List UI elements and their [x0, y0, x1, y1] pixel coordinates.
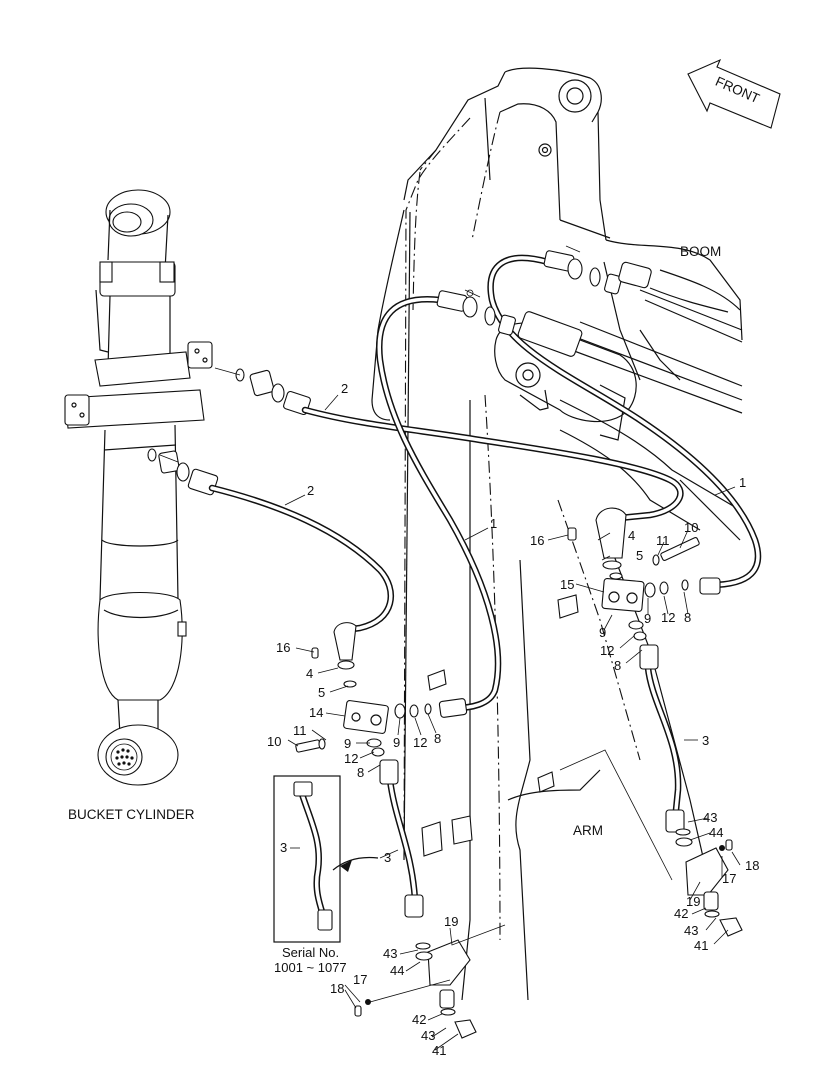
callout-12a: 12: [413, 735, 427, 750]
callout-41b: 41: [694, 938, 708, 953]
callout-43b: 43: [421, 1028, 435, 1043]
callout-8b: 8: [357, 765, 364, 780]
callout-1b: 1: [739, 475, 746, 490]
callout-12c: 12: [661, 610, 675, 625]
front-arrow: FRONT: [687, 58, 781, 129]
callout-11a: 11: [293, 723, 307, 738]
callout-11b: 11: [656, 533, 670, 548]
serial-line1: Serial No.: [282, 945, 339, 960]
callout-17b: 17: [722, 871, 736, 886]
callout-17a: 17: [353, 972, 367, 987]
callout-16b: 16: [530, 533, 544, 548]
callout-8d: 8: [614, 658, 621, 673]
callout-3b: 3: [384, 850, 391, 865]
callout-44b: 44: [709, 825, 723, 840]
arm-label: ARM: [573, 823, 603, 838]
callout-9b: 9: [393, 735, 400, 750]
leader-lines: [284, 394, 741, 1051]
callout-numbers: 2 2 1 1 16 4 5 14 11 10 9 9 12 8 12 8 3 …: [267, 381, 759, 1058]
callout-4a: 4: [306, 666, 313, 681]
cylinder-port-fittings: [147, 367, 311, 496]
callout-3a: 3: [280, 840, 287, 855]
callout-15: 15: [560, 577, 574, 592]
bucket-cylinder-label: BUCKET CYLINDER: [68, 807, 195, 822]
callout-8c: 8: [684, 610, 691, 625]
callout-2a: 2: [341, 381, 348, 396]
callout-43d: 43: [684, 923, 698, 938]
callout-9d: 9: [644, 611, 651, 626]
callout-19b: 19: [686, 894, 700, 909]
callout-10a: 10: [267, 734, 281, 749]
callout-43a: 43: [383, 946, 397, 961]
section-labels: BOOM ARM BUCKET CYLINDER: [68, 244, 721, 838]
callout-4b: 4: [628, 528, 635, 543]
callout-12d: 12: [600, 643, 614, 658]
callout-12b: 12: [344, 751, 358, 766]
callout-18b: 18: [745, 858, 759, 873]
callout-43c: 43: [703, 810, 717, 825]
callout-42b: 42: [674, 906, 688, 921]
callout-5a: 5: [318, 685, 325, 700]
callout-10b: 10: [684, 520, 698, 535]
callout-42a: 42: [412, 1012, 426, 1027]
hose-end-fittings: [295, 245, 743, 1039]
callout-44a: 44: [390, 963, 404, 978]
serial-line2: 1001 ~ 1077: [274, 960, 347, 975]
callout-2b: 2: [307, 483, 314, 498]
hoses: [208, 254, 762, 922]
callout-9a: 9: [344, 736, 351, 751]
callout-16a: 16: [276, 640, 290, 655]
callout-18a: 18: [330, 981, 344, 996]
bucket-cylinder: [64, 189, 213, 786]
callout-14: 14: [309, 705, 323, 720]
boom-label: BOOM: [680, 244, 721, 259]
callout-5b: 5: [636, 548, 643, 563]
callout-1a: 1: [490, 516, 497, 531]
callout-3c: 3: [702, 733, 709, 748]
callout-9c: 9: [599, 625, 606, 640]
callout-41a: 41: [432, 1043, 446, 1058]
callout-8a: 8: [434, 731, 441, 746]
serial-inset: Serial No. 1001 ~ 1077: [273, 775, 379, 975]
callout-19a: 19: [444, 914, 458, 929]
